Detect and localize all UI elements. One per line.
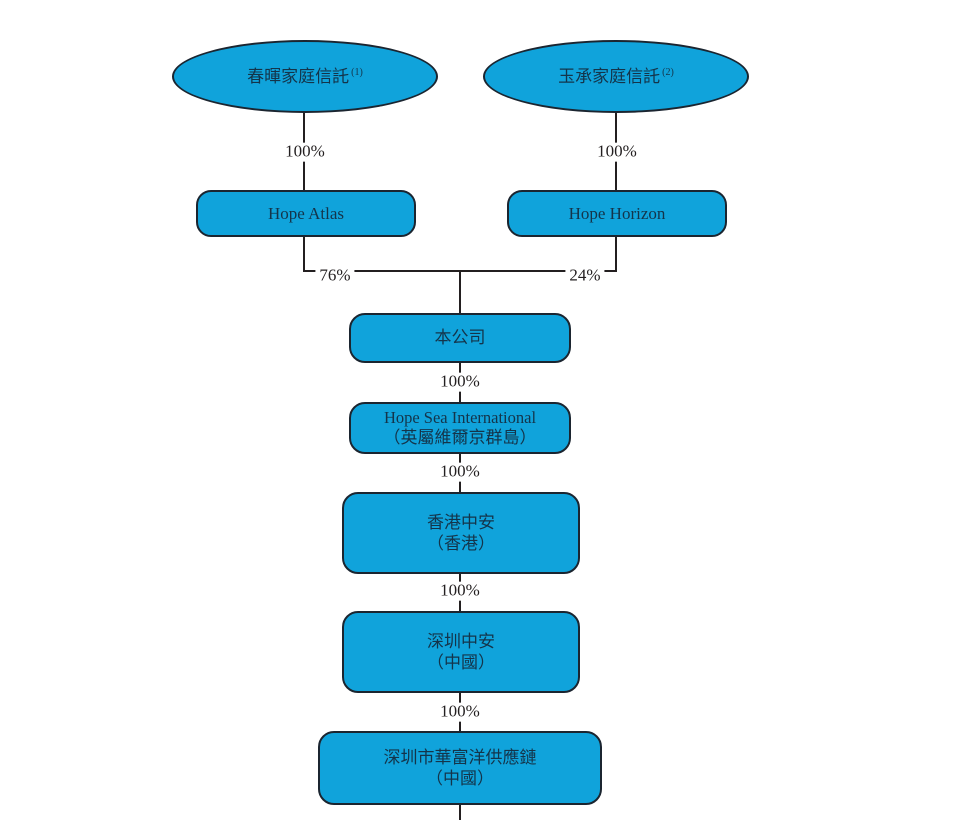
- ownership-label: 100%: [593, 142, 641, 162]
- stake-label-right: 24%: [565, 266, 605, 286]
- footnote-marker: (1): [351, 67, 363, 79]
- holdco-node-label: Hope Atlas: [267, 203, 345, 223]
- ownership-label: 100%: [436, 372, 484, 392]
- trust-node-label: 春暉家庭信託(1): [247, 66, 363, 86]
- ownership-label: 100%: [436, 581, 484, 601]
- subsidiary-node-hk-zhongan: 香港中安 （香港）: [342, 492, 580, 574]
- holdco-node-hope-horizon: Hope Horizon: [507, 190, 727, 237]
- connector-horizon-down: [615, 236, 617, 272]
- connector-hfy-down-cutoff: [459, 804, 461, 820]
- subsidiary-node-location: （英屬維爾京群島）: [383, 427, 537, 447]
- subsidiary-node-name: 深圳中安: [427, 631, 495, 651]
- holdco-node-label: Hope Horizon: [568, 203, 666, 223]
- company-node-label: 本公司: [434, 328, 486, 348]
- stake-label-left: 76%: [315, 266, 355, 286]
- connector-merge-to-company: [459, 270, 461, 313]
- trust-node-label: 玉承家庭信託(2): [558, 66, 674, 86]
- ownership-label: 100%: [436, 702, 484, 722]
- company-node: 本公司: [349, 313, 571, 363]
- holdco-node-hope-atlas: Hope Atlas: [196, 190, 416, 237]
- subsidiary-node-sz-zhongan: 深圳中安 （中國）: [342, 611, 580, 693]
- ownership-label: 100%: [281, 142, 329, 162]
- ownership-label: 100%: [436, 462, 484, 482]
- subsidiary-node-huafuyang: 深圳市華富洋供應鏈 （中國）: [318, 731, 602, 805]
- connector-atlas-down: [303, 236, 305, 272]
- footnote-marker: (2): [662, 67, 674, 79]
- subsidiary-node-location: （中國）: [426, 769, 494, 788]
- trust-node-chunhui: 春暉家庭信託(1): [172, 40, 438, 113]
- subsidiary-node-name: Hope Sea International: [383, 407, 537, 427]
- subsidiary-node-name: 香港中安: [427, 512, 495, 532]
- subsidiary-node-location: （香港）: [427, 534, 495, 553]
- subsidiary-node-hope-sea: Hope Sea International （英屬維爾京群島）: [349, 402, 571, 454]
- trust-node-yucheng: 玉承家庭信託(2): [483, 40, 749, 113]
- subsidiary-node-name: 深圳市華富洋供應鏈: [383, 747, 537, 767]
- subsidiary-node-location: （中國）: [427, 653, 495, 672]
